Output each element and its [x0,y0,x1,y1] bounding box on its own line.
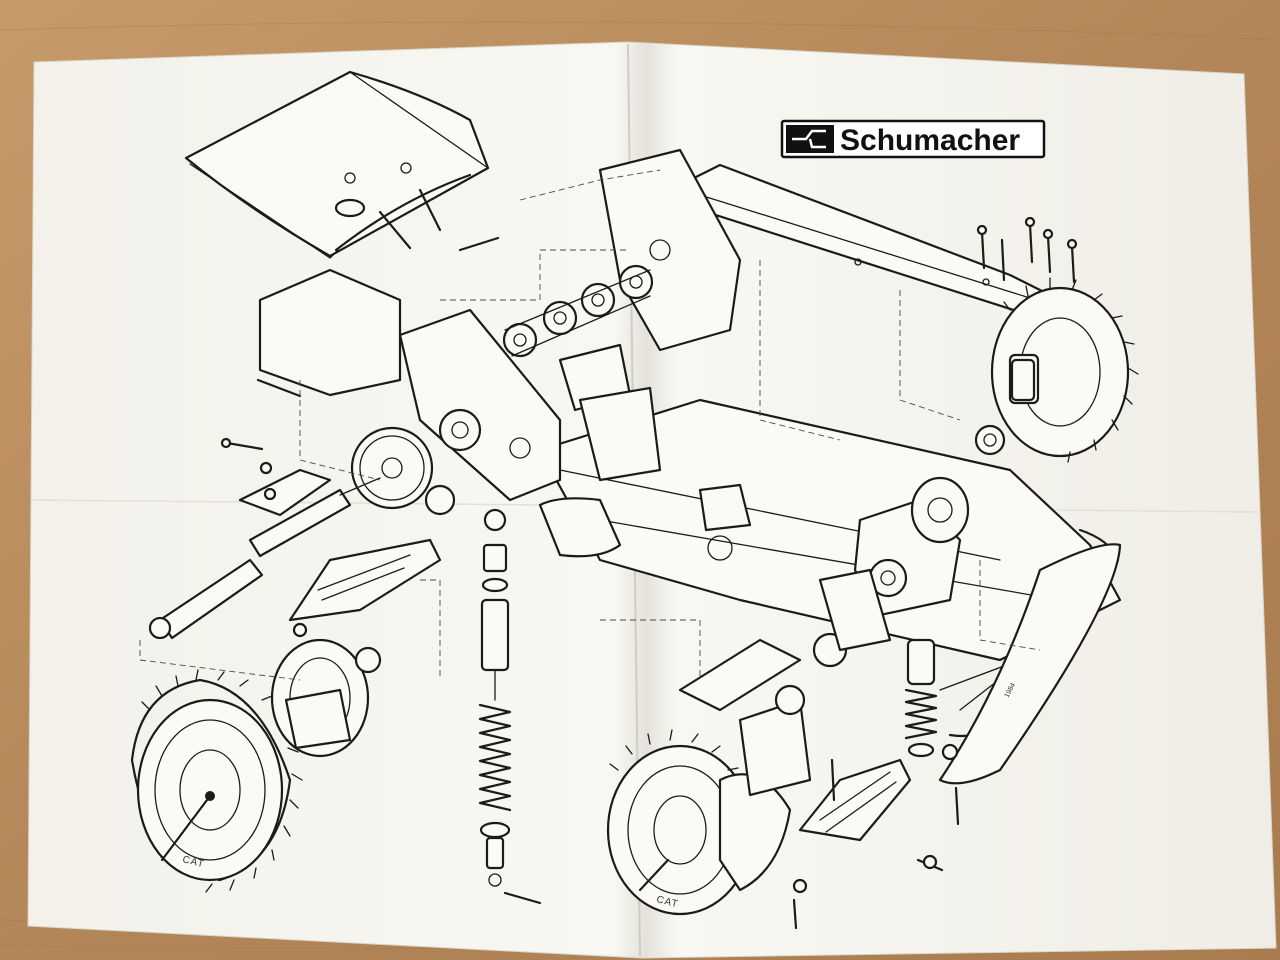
chassis-tray [538,398,1122,738]
rear-wing [184,70,490,259]
gearbox-assembly [350,264,654,516]
rear-left-wheel: CAT [130,638,382,893]
tyre-marking-rear-left: CAT [181,854,205,870]
front-gearbox [818,476,970,652]
servo-tray [258,268,752,561]
rear-driveshaft [148,477,381,640]
rear-bulkhead [398,148,742,502]
front-left-wheel: CAT [606,729,792,916]
front-shock-absorber [904,358,1036,758]
brand-logo: Schumacher [780,119,1046,159]
rear-suspension-arm [238,468,442,622]
front-suspension [678,632,912,842]
tyre-marking-front-left: CAT [655,894,679,910]
rear-shock-absorber [478,508,542,905]
assembly-guide-lines [139,169,1041,681]
front-bumper: 1984 [938,543,1122,785]
brand-name: Schumacher [840,124,1020,157]
loose-screws [220,216,1078,930]
